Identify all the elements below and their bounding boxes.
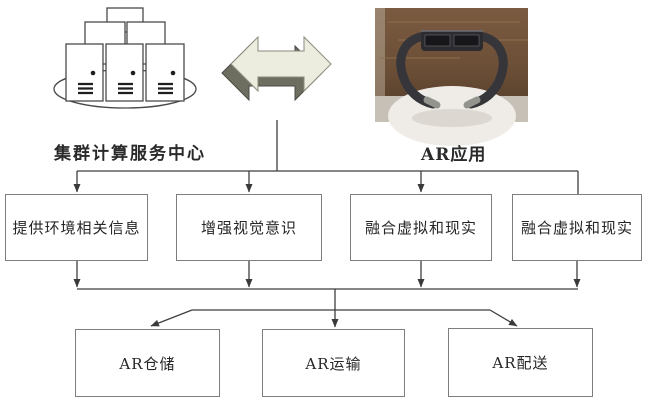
server-cluster-icon xyxy=(53,7,197,109)
connector-lines xyxy=(73,120,581,328)
ar-application-label: AR应用 xyxy=(421,145,487,165)
bottom-box-ar-warehousing: AR仓储 xyxy=(75,329,220,397)
middle-box-merge-virtual-reality-2: 融合虚拟和现实 xyxy=(512,194,642,261)
middle-box-merge-virtual-reality-1: 融合虚拟和现实 xyxy=(350,194,492,261)
cluster-computing-center-label: 集群计算服务中心 xyxy=(54,144,206,164)
bottom-box-ar-delivery: AR配送 xyxy=(448,328,593,397)
server-vent-lines xyxy=(78,82,173,95)
server-led-dots xyxy=(90,70,176,76)
ar-glasses-shape xyxy=(396,30,508,109)
bottom-box-ar-transport: AR运输 xyxy=(262,329,405,397)
middle-box-provide-environment-info: 提供环境相关信息 xyxy=(5,194,148,261)
middle-box-enhance-visual-awareness: 增强视觉意识 xyxy=(176,194,322,261)
double-headed-arrow-icon xyxy=(221,35,332,102)
ar-smart-glasses-photo xyxy=(375,8,528,146)
